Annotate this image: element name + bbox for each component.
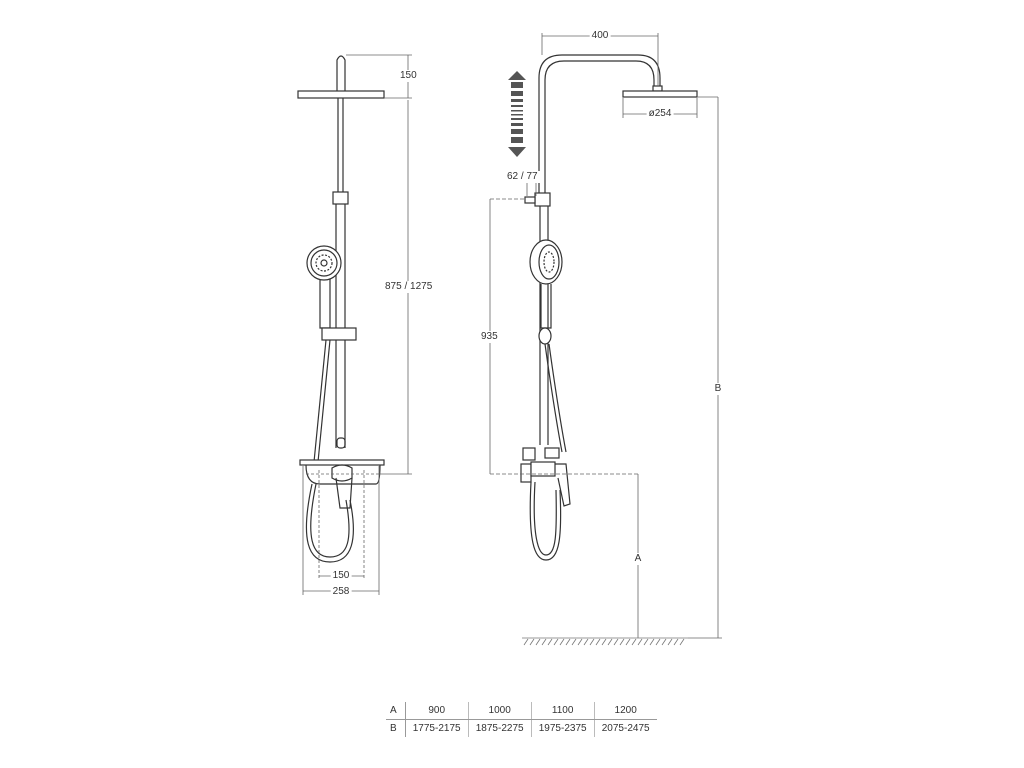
table-cell: 1975-2375	[531, 719, 595, 737]
dim-head-diameter: ø254	[646, 108, 674, 120]
row-label: A	[386, 702, 406, 720]
row-label: B	[386, 719, 406, 737]
dim-arm-length: 400	[589, 30, 611, 42]
dim-rail-to-mixer: 935	[479, 331, 500, 343]
dim-a-label: A	[632, 553, 644, 565]
table-cell: 1000	[468, 702, 532, 720]
table-cell: 2075-2475	[601, 723, 650, 734]
side-view-shower-column	[520, 54, 698, 561]
dim-mixer-outer-width: 258	[330, 586, 352, 598]
table-row-b: B 1775-2175 1875-2275 1975-2375 2075-247…	[386, 719, 657, 737]
table-cell: 1775-2175	[405, 719, 469, 737]
dim-holder-offset: 62 / 77	[505, 171, 540, 183]
table-cell: 1100	[531, 702, 595, 720]
dim-mixer-inner-width: 150	[330, 570, 352, 582]
table-cell: 900	[405, 702, 469, 720]
dim-b-label: B	[712, 383, 724, 395]
table-cell: 1200	[594, 702, 657, 720]
table-cell: 1875-2275	[468, 719, 532, 737]
dim-rail-height: 875 / 1275	[383, 281, 435, 293]
floor-hatch	[522, 637, 688, 646]
adjustable-height-arrow-icon	[508, 71, 526, 157]
dim-top-height: 150	[398, 70, 419, 82]
dimension-table: A 900 1000 1100 1200 B 1775-2175 1875-22…	[386, 702, 657, 737]
front-view-shower-column	[297, 55, 385, 563]
table-row-a: A 900 1000 1100 1200	[386, 702, 657, 720]
